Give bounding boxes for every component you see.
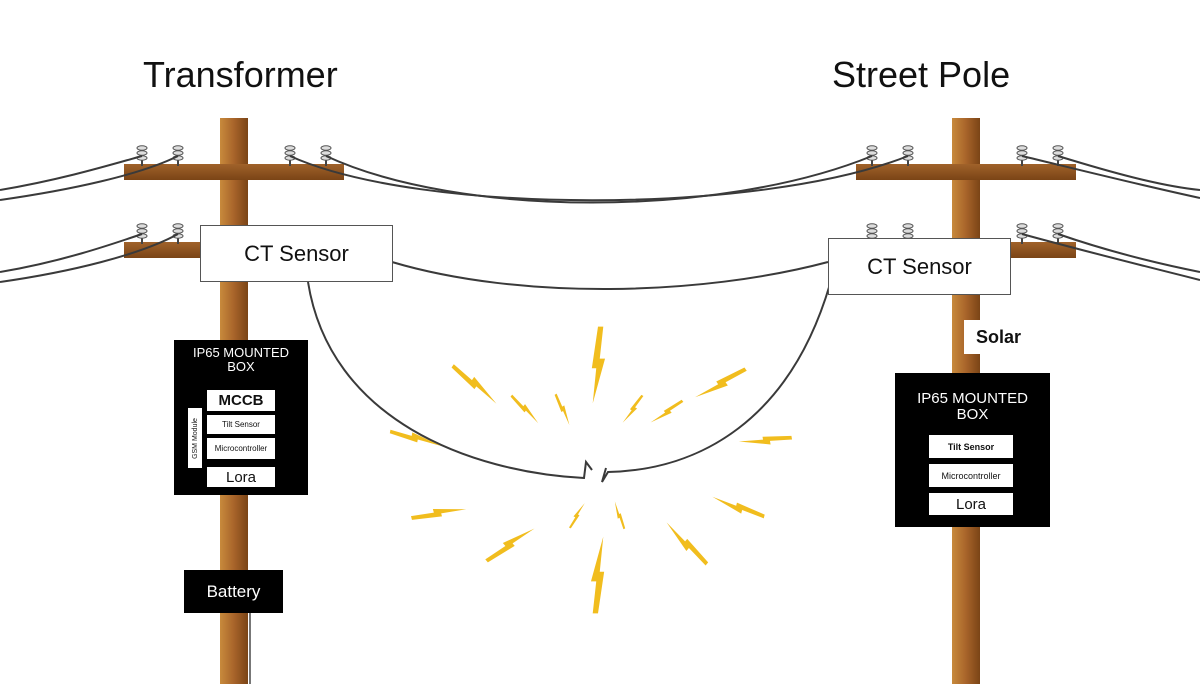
lightning-bolt-icon xyxy=(695,367,747,398)
lightning-bolt-icon xyxy=(622,394,644,423)
power-wires xyxy=(0,155,1200,483)
insulator-icon xyxy=(136,144,148,167)
right-upper-crossarm xyxy=(856,164,1076,180)
lightning-bolt-icon xyxy=(410,509,467,520)
lightning-bolt-icon xyxy=(485,528,535,563)
microcontroller-slot: Microcontroller xyxy=(929,464,1013,487)
right-box-title: IP65 MOUNTED BOX xyxy=(917,390,1028,423)
tilt-sensor-slot: Tilt Sensor xyxy=(207,415,275,434)
insulator-icon xyxy=(284,144,296,167)
solar-label: Solar xyxy=(964,320,1033,354)
insulator-icon xyxy=(172,222,184,245)
street-pole-title: Street Pole xyxy=(832,54,1011,95)
insulator-icon xyxy=(866,144,878,167)
microcontroller-slot: Microcontroller xyxy=(207,438,275,459)
left-box-title: IP65 MOUNTED BOX xyxy=(192,345,290,374)
gsm-module: GSM Module xyxy=(188,408,202,468)
mccb-slot: MCCB xyxy=(207,390,275,411)
lightning-bolt-icon xyxy=(591,326,606,404)
lightning-bolt-icon xyxy=(614,501,626,530)
lightning-bolt-icon xyxy=(389,429,442,447)
left-ip65-box: IP65 MOUNTED BOX GSM Module MCCB Tilt Se… xyxy=(174,340,308,495)
lora-slot: Lora xyxy=(207,467,275,487)
right-ip65-box: IP65 MOUNTED BOX Tilt Sensor Microcontro… xyxy=(895,373,1050,527)
left-upper-crossarm xyxy=(124,164,344,180)
lightning-bolt-icon xyxy=(590,536,605,614)
lightning-bolt-icon xyxy=(666,522,709,566)
left-ct-sensor: CT Sensor xyxy=(200,225,393,282)
fault-spark-burst xyxy=(389,326,793,614)
lightning-bolt-icon xyxy=(712,496,765,519)
insulator-icon xyxy=(320,144,332,167)
insulator-icon xyxy=(902,144,914,167)
right-ct-sensor: CT Sensor xyxy=(828,238,1011,295)
insulator-icon xyxy=(136,222,148,245)
insulator-icon xyxy=(172,144,184,167)
lora-slot: Lora xyxy=(929,493,1013,515)
transformer-title: Transformer xyxy=(143,54,338,95)
lightning-bolt-icon xyxy=(510,394,539,424)
battery-box: Battery xyxy=(184,570,283,613)
lightning-bolt-icon xyxy=(568,503,585,529)
lightning-bolt-icon xyxy=(554,393,570,426)
right-lower-crossarm xyxy=(1006,242,1076,258)
lightning-bolt-icon xyxy=(451,364,497,404)
insulator-icon xyxy=(1052,222,1064,245)
tilt-sensor-slot: Tilt Sensor xyxy=(929,435,1013,458)
lightning-bolt-icon xyxy=(738,435,793,445)
left-lower-crossarm xyxy=(124,242,224,258)
insulator-icon xyxy=(1016,222,1028,245)
lightning-bolt-icon xyxy=(650,399,684,423)
